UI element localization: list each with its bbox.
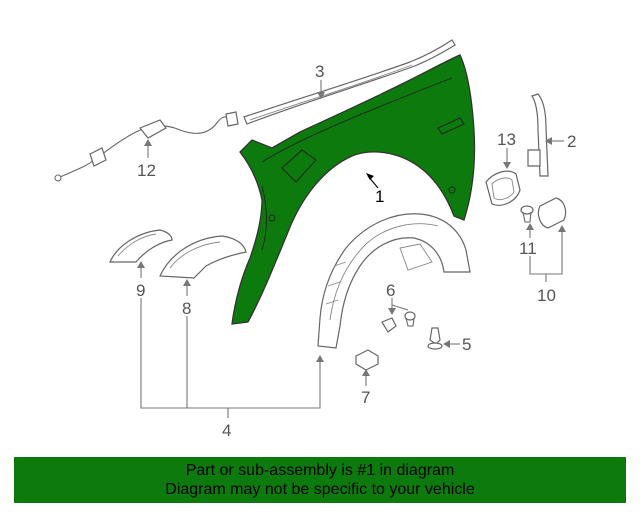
callout-6: 6 [386,281,395,300]
release-cable-part[interactable] [54,111,239,182]
fuel-door-part[interactable] [537,197,567,229]
wheelhouse-liner-part[interactable] [317,213,471,349]
rear-liner-part[interactable] [159,235,247,279]
callout-8: 8 [182,299,191,318]
part-info-banner: Part or sub-assembly is #1 in diagram Di… [14,457,626,503]
callout-5: 5 [462,335,471,354]
fuel-door-fastener-part[interactable] [520,205,534,223]
bracket-part[interactable] [527,93,549,177]
callout-3: 3 [315,62,324,81]
push-clip-part[interactable] [427,327,443,350]
bolt-part[interactable] [381,311,416,333]
callout-9: 9 [136,281,145,300]
callout-2: 2 [567,132,576,151]
callout-10: 10 [537,286,556,305]
fuel-door-housing-part[interactable] [485,170,521,206]
banner-line-1: Part or sub-assembly is #1 in diagram [185,462,455,479]
front-fender-part[interactable] [231,54,476,325]
molding-strip-part[interactable] [243,39,456,125]
callout-1: 1 [375,187,384,206]
parts-diagram: 1 2 3 4 5 6 7 8 9 10 11 12 13 [54,39,576,440]
callout-12: 12 [137,161,156,180]
retainer-part[interactable] [355,349,379,371]
callout-13: 13 [497,130,516,149]
callout-11: 11 [519,239,537,258]
callout-7: 7 [361,388,370,407]
callout-4: 4 [222,421,231,440]
leader-lines [137,80,566,418]
banner-line-2: Diagram may not be specific to your vehi… [165,481,475,498]
front-liner-part[interactable] [109,229,173,263]
